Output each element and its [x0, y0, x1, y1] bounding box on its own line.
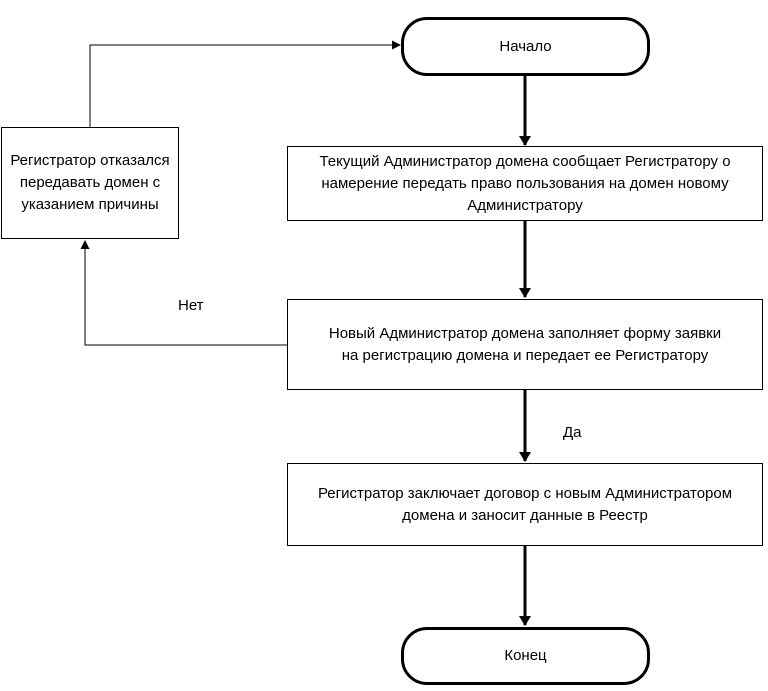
refusal-text: Регистратор отказался передавать домен с…	[10, 152, 170, 213]
start-terminal: Начало	[401, 17, 650, 76]
step2-text: Новый Администратор домена заполняет фор…	[328, 324, 722, 364]
step2-box: Новый Администратор домена заполняет фор…	[287, 299, 763, 390]
end-label: Конец	[504, 647, 547, 664]
step1-box: Текущий Администратор домена сообщает Ре…	[287, 146, 763, 221]
refusal-box: Регистратор отказался передавать домен с…	[1, 127, 179, 239]
arrow-refusal-to-start	[89, 40, 401, 127]
start-label: Начало	[499, 37, 552, 55]
step3-text: Регистратор заключает договор с новым Ад…	[317, 484, 733, 524]
arrow-step2-to-refusal	[80, 240, 287, 346]
yes-label: Да	[563, 424, 582, 441]
no-label: Нет	[178, 297, 204, 314]
step3-box: Регистратор заключает договор с новым Ад…	[287, 463, 763, 546]
end-terminal: Конец	[401, 627, 650, 685]
step1-text: Текущий Администратор домена сообщает Ре…	[319, 152, 731, 214]
